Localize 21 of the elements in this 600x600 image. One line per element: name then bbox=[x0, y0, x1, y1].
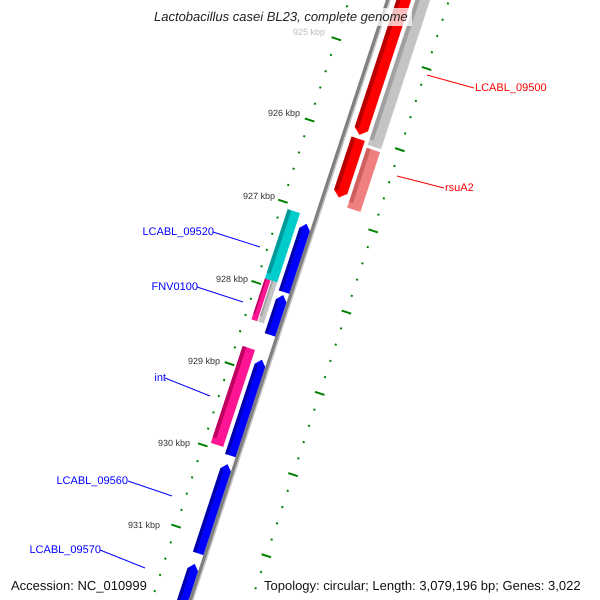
gene-label: int bbox=[154, 370, 166, 386]
leader-line bbox=[212, 232, 260, 248]
leader-line bbox=[196, 286, 244, 302]
gene-label: rsuA2 bbox=[445, 180, 474, 196]
scale-label: 928 kbp bbox=[216, 274, 248, 285]
leader-line bbox=[128, 480, 172, 496]
leader-line bbox=[100, 550, 146, 568]
scale-label: 931 kbp bbox=[128, 520, 160, 531]
scale-label: 926 kbp bbox=[268, 108, 300, 119]
gene-label: FNV0100 bbox=[152, 279, 198, 295]
scale-label: 929 kbp bbox=[188, 356, 220, 367]
gene-label: LCABL_09500 bbox=[475, 80, 547, 96]
scale-label: 930 kbp bbox=[158, 438, 190, 449]
gene-label: LCABL_09520 bbox=[142, 224, 214, 240]
leader-line bbox=[426, 74, 474, 88]
leader-line bbox=[164, 378, 210, 396]
leader-line bbox=[396, 176, 444, 188]
gene-label: LCABL_09570 bbox=[29, 542, 101, 558]
scale-label: 927 kbp bbox=[243, 191, 276, 202]
gene-label: LCABL_09560 bbox=[56, 473, 128, 489]
scale-label: 925 kbp bbox=[293, 27, 326, 38]
